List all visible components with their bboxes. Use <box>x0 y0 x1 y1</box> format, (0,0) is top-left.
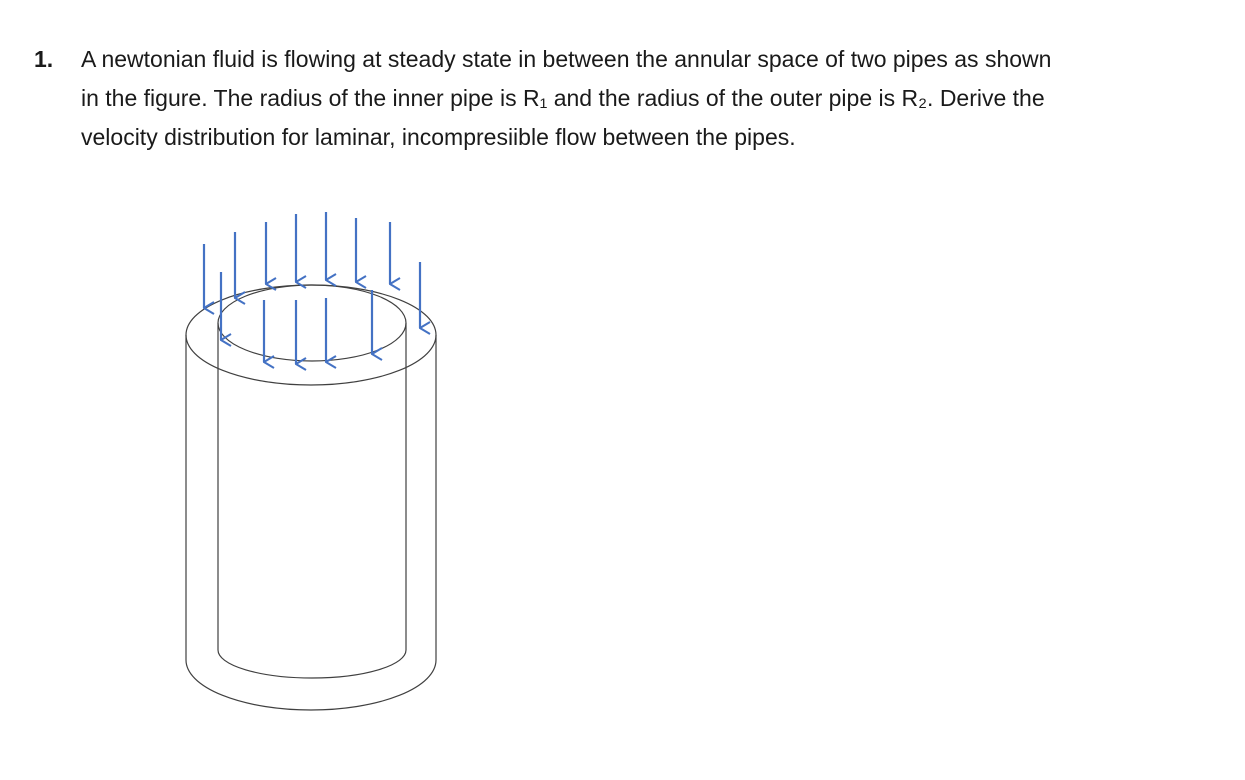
inner-pipe <box>217 284 407 679</box>
problem-text: A newtonian fluid is flowing at steady s… <box>81 40 1201 157</box>
outer-pipe <box>185 284 437 711</box>
inner-pipe-bottom <box>217 649 407 679</box>
problem-number: 1. <box>34 46 54 72</box>
flow-arrows <box>202 212 420 364</box>
problem-text-line-3: velocity distribution for laminar, incom… <box>81 124 796 150</box>
problem-text-line-2: in the figure. The radius of the inner p… <box>81 85 1045 111</box>
outer-pipe-top-rim <box>185 284 437 386</box>
problem-text-line-1: A newtonian fluid is flowing at steady s… <box>81 46 1052 72</box>
outer-pipe-bottom <box>185 659 437 711</box>
inner-pipe-top-rim <box>217 284 407 362</box>
